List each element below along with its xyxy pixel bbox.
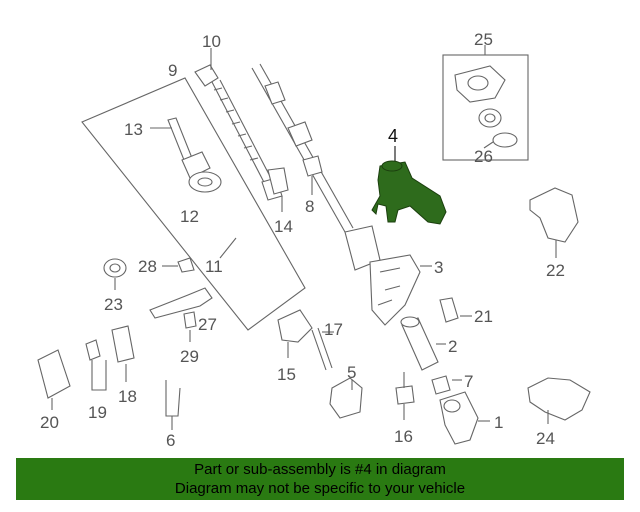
intermediate-shaft-10[interactable] (194, 48, 283, 201)
callout-1: 1 (494, 413, 503, 432)
callout-10: 10 (202, 32, 221, 51)
horn-pad-25[interactable] (454, 65, 506, 128)
callout-21: 21 (474, 307, 493, 326)
callout-28: 28 (138, 257, 157, 276)
callout-29: 29 (180, 347, 199, 366)
callout-5: 5 (347, 363, 356, 382)
clip-21[interactable] (439, 297, 472, 323)
bushing-26[interactable] (483, 132, 518, 149)
spring-7[interactable] (431, 375, 462, 395)
subassembly-panel-9 (81, 77, 306, 331)
bolt-13[interactable] (167, 117, 211, 179)
callout-4: 4 (388, 126, 398, 146)
callout-14: 14 (274, 217, 293, 236)
clip-28[interactable] (177, 257, 195, 273)
bracket-24[interactable] (527, 377, 591, 424)
callout-9: 9 (168, 61, 177, 80)
sleeve-2[interactable] (400, 316, 446, 371)
callout-6: 6 (166, 431, 175, 450)
clip-29[interactable] (183, 311, 197, 342)
callout-18: 18 (118, 387, 137, 406)
callout-2: 2 (448, 337, 457, 356)
joint-15[interactable] (277, 309, 313, 358)
callout-25: 25 (474, 30, 493, 49)
callout-20: 20 (40, 413, 59, 432)
column-housing-3[interactable] (344, 225, 432, 326)
screws-6[interactable] (165, 380, 181, 430)
cover-20[interactable] (37, 349, 71, 410)
callout-26: 26 (474, 147, 493, 166)
callout-13: 13 (124, 120, 143, 139)
callout-3: 3 (434, 258, 443, 277)
callout-17: 17 (324, 320, 343, 339)
callout-19: 19 (88, 403, 107, 422)
parts-diagram: 1 2 3 4 5 6 7 8 9 10 11 12 13 14 15 16 1… (37, 30, 591, 450)
callout-8: 8 (305, 197, 314, 216)
callout-7: 7 (464, 372, 473, 391)
lock-housing-4-highlighted[interactable] (371, 146, 447, 225)
notice-banner: Part or sub-assembly is #4 in diagram Di… (16, 458, 624, 500)
callout-24: 24 (536, 429, 555, 448)
bracket-18[interactable] (111, 325, 135, 382)
callout-11: 11 (205, 257, 223, 276)
shaft-17[interactable] (311, 327, 334, 371)
callout-12: 12 (180, 207, 199, 226)
nut-23[interactable] (103, 258, 127, 290)
notice-line-2: Diagram may not be specific to your vehi… (174, 480, 466, 497)
callout-22: 22 (546, 261, 565, 280)
bracket-14[interactable] (267, 167, 289, 212)
clip-19[interactable] (85, 339, 107, 391)
ring-12[interactable] (188, 171, 222, 193)
callout-16: 16 (394, 427, 413, 446)
callout-15: 15 (277, 365, 296, 384)
bolt-16[interactable] (395, 372, 415, 420)
lever-27[interactable] (149, 287, 213, 319)
cover-22[interactable] (529, 187, 579, 258)
notice-line-1: Part or sub-assembly is #4 in diagram (194, 461, 446, 478)
callout-23: 23 (104, 295, 123, 314)
main-shaft-8[interactable] (251, 63, 354, 233)
joint-1[interactable] (439, 391, 490, 445)
callout-27: 27 (198, 315, 217, 334)
bracket-5[interactable] (329, 377, 363, 419)
